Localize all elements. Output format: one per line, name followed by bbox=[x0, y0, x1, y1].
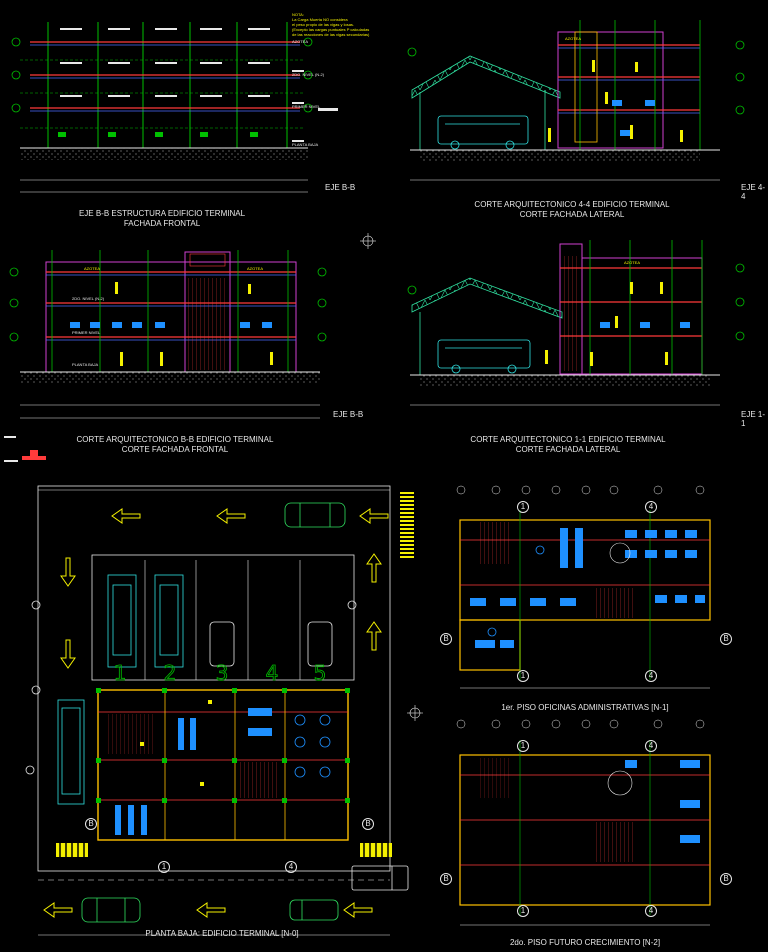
title-line: CORTE FACHADA LATERAL bbox=[515, 445, 621, 454]
structure-note: NOTA: La Carga Muerta NO considera el pe… bbox=[292, 12, 369, 37]
bay-number-4: 4 bbox=[266, 661, 279, 685]
section-11-elevation bbox=[407, 240, 745, 406]
title-line: CORTE ARQUITECTONICO B-B EDIFICIO TERMIN… bbox=[76, 435, 274, 444]
title-structure-bb: EJE B-B ESTRUCTURA EDIFICIO TERMINAL FAC… bbox=[52, 209, 272, 229]
grid-marker-b-left-n2: B bbox=[440, 873, 452, 885]
title-section-bb: CORTE ARQUITECTONICO B-B EDIFICIO TERMIN… bbox=[65, 435, 285, 455]
section-11-level-azotea: AZOTEA bbox=[624, 260, 641, 265]
section-bb-level-1: PRIMER NIVEL bbox=[72, 330, 101, 335]
second-floor-plan bbox=[456, 719, 711, 926]
grid-marker-4-bottom: 4 bbox=[645, 670, 657, 682]
first-floor-plan bbox=[456, 485, 711, 689]
bay-number-2: 2 bbox=[164, 661, 177, 685]
axis-tag-44: EJE 4-4 bbox=[741, 183, 766, 201]
car-top-2 bbox=[81, 897, 141, 923]
section-bb-level-0: PLANTA BAJA bbox=[72, 362, 99, 367]
grid-marker-1-bottom-n2: 1 bbox=[517, 905, 529, 917]
bus-side-parking bbox=[57, 699, 85, 805]
axis-tag-bb-mid: EJE B-B bbox=[333, 410, 364, 419]
axis-tag-11: EJE 1-1 bbox=[741, 410, 766, 428]
note-line: de las reacciones de las vigas secundari… bbox=[292, 32, 370, 37]
bay-number-3: 3 bbox=[216, 661, 229, 685]
note-line: NOTA: bbox=[292, 12, 304, 17]
grid-marker-b-right-n2: B bbox=[720, 873, 732, 885]
grid-marker-1-bottom: 1 bbox=[517, 670, 529, 682]
level-azotea: AZOTEA bbox=[292, 39, 309, 44]
level-planta-baja: PLANTA BAJA bbox=[292, 142, 319, 147]
title-ground-plan: PLANTA BAJA: EDIFICIO TERMINAL [N-0] bbox=[145, 929, 299, 938]
bus-top-2 bbox=[154, 574, 184, 668]
bus-top-1 bbox=[107, 574, 137, 668]
grid-marker-4-top: 4 bbox=[645, 501, 657, 513]
title-second-floor-plan: 2do. PISO FUTURO CRECIMIENTO [N-2] bbox=[509, 938, 661, 947]
title-line: CORTE ARQUITECTONICO 4-4 EDIFICIO TERMIN… bbox=[474, 200, 670, 209]
note-line: el peso propio de las vigas y losas. bbox=[292, 22, 355, 27]
title-line: EJE B-B ESTRUCTURA EDIFICIO TERMINAL bbox=[78, 209, 246, 218]
bus-side bbox=[437, 115, 529, 150]
grid-marker-b-ground-right: B bbox=[362, 818, 374, 830]
bay-number-1: 1 bbox=[114, 661, 127, 685]
car-top-3 bbox=[289, 899, 339, 921]
title-first-floor-plan: 1er. PISO OFICINAS ADMINISTRATIVAS [N-1] bbox=[501, 703, 669, 712]
grid-marker-1-top: 1 bbox=[517, 501, 529, 513]
grid-marker-4-ground: 4 bbox=[285, 861, 297, 873]
grid-marker-b-ground-left: B bbox=[85, 818, 97, 830]
level-primero: PRIMER NIVEL bbox=[292, 104, 321, 109]
grid-marker-b-right: B bbox=[720, 633, 732, 645]
axis-tag-bb-top: EJE B-B bbox=[325, 183, 356, 192]
section-bb-level-azotea: AZOTEA bbox=[247, 266, 264, 271]
section-44-elevation bbox=[407, 20, 745, 181]
bay-number-5: 5 bbox=[314, 661, 327, 685]
title-line: CORTE ARQUITECTONICO 1-1 EDIFICIO TERMIN… bbox=[470, 435, 666, 444]
note-line: (Excepto las cargas puntuales P calculad… bbox=[292, 27, 370, 32]
grid-marker-4-bottom-n2: 4 bbox=[645, 905, 657, 917]
section-44-level-azotea: AZOTEA bbox=[565, 36, 582, 41]
note-line: La Carga Muerta NO considera bbox=[292, 17, 348, 22]
title-section-44: CORTE ARQUITECTONICO 4-4 EDIFICIO TERMIN… bbox=[462, 200, 682, 220]
ground-floor-plan: 1 2 3 4 5 bbox=[25, 485, 414, 936]
car-top-1 bbox=[284, 502, 346, 528]
bus-side-2 bbox=[437, 339, 531, 374]
title-line: CORTE FACHADA FRONTAL bbox=[121, 445, 229, 454]
section-bb-level-2: 2DO. NIVEL (N-2) bbox=[72, 296, 105, 301]
grid-marker-4-top-n2: 4 bbox=[645, 740, 657, 752]
structure-elevation-bb bbox=[11, 22, 338, 193]
grid-marker-1-top-n2: 1 bbox=[517, 740, 529, 752]
grid-marker-b-left: B bbox=[440, 633, 452, 645]
level-segundo: 2DO. NIVEL (N-2) bbox=[292, 72, 325, 77]
section-bb-level-azotea-left: AZOTEA bbox=[84, 266, 101, 271]
section-bb-elevation bbox=[4, 250, 327, 462]
title-line: CORTE FACHADA LATERAL bbox=[519, 210, 625, 219]
title-section-11: CORTE ARQUITECTONICO 1-1 EDIFICIO TERMIN… bbox=[458, 435, 678, 455]
title-line: FACHADA FRONTAL bbox=[123, 219, 201, 228]
grid-marker-1-ground: 1 bbox=[158, 861, 170, 873]
truck-top bbox=[351, 865, 409, 891]
